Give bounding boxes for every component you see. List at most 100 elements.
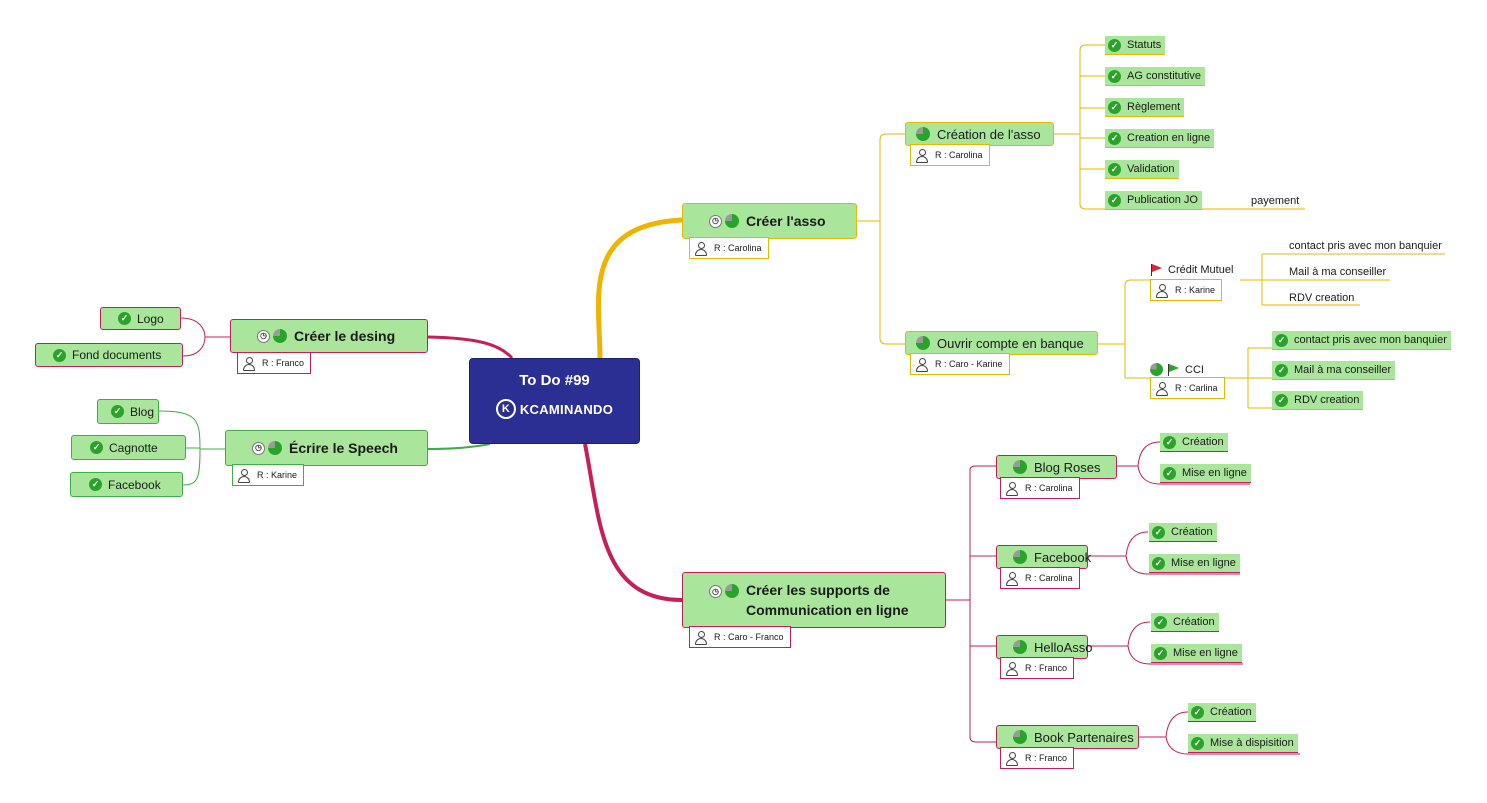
task-label: AG constitutive bbox=[1127, 70, 1201, 82]
task-label: Publication JO bbox=[1127, 194, 1198, 206]
topic-creer-asso[interactable]: ◷ Créer l'asso bbox=[682, 203, 857, 239]
check-circle-icon: ✓ bbox=[1163, 435, 1176, 449]
task-label: Cagnotte bbox=[109, 440, 158, 455]
topic-label-line2: Communication en ligne bbox=[746, 602, 909, 618]
topic-creation-asso[interactable]: Création de l'asso bbox=[905, 122, 1054, 146]
clock-icon: ◷ bbox=[709, 585, 722, 598]
topic-book-partenaires[interactable]: Book Partenaires bbox=[996, 725, 1139, 749]
resource-label: R : Caro - Karine bbox=[935, 359, 1003, 369]
check-circle-icon: ✓ bbox=[1108, 38, 1121, 52]
check-circle-icon: ✓ bbox=[1191, 736, 1204, 750]
task-blog-mise-en-ligne[interactable]: ✓Mise en ligne bbox=[1160, 464, 1251, 483]
resource-tag: R : Franco bbox=[1000, 747, 1075, 769]
task-blog-creation[interactable]: ✓Création bbox=[1160, 433, 1228, 452]
topic-label: HelloAsso bbox=[1034, 639, 1093, 655]
topic-cci[interactable]: CCI bbox=[1150, 363, 1204, 376]
task-payement[interactable]: payement bbox=[1251, 195, 1300, 207]
logo-k-icon: K bbox=[495, 399, 516, 419]
topic-blog-roses[interactable]: Blog Roses bbox=[996, 455, 1117, 479]
person-icon bbox=[695, 630, 707, 645]
task-label: Creation en ligne bbox=[1127, 132, 1211, 144]
topic-creer-supports[interactable]: ◷ Créer les supports de Communication en… bbox=[682, 572, 946, 628]
progress-icon bbox=[268, 441, 282, 455]
progress-icon bbox=[916, 127, 930, 141]
topic-label: Écrire le Speech bbox=[289, 440, 398, 456]
task-validation[interactable]: ✓Validation bbox=[1105, 160, 1179, 179]
brand-logo: K KCAMINANDO bbox=[470, 399, 639, 419]
task-ha-creation[interactable]: ✓Création bbox=[1151, 613, 1219, 632]
task-cci-rdv[interactable]: ✓ RDV creation bbox=[1272, 391, 1364, 410]
check-circle-icon: ✓ bbox=[1191, 705, 1204, 719]
task-label: contact pris avec mon banquier bbox=[1294, 334, 1447, 346]
resource-tag: R : Franco bbox=[1000, 657, 1075, 679]
task-label: Logo bbox=[137, 311, 164, 326]
topic-facebook[interactable]: Facebook bbox=[996, 545, 1091, 569]
progress-icon bbox=[1013, 730, 1027, 744]
person-icon bbox=[1006, 571, 1018, 586]
check-circle-icon: ✓ bbox=[1154, 615, 1167, 629]
resource-tag: R : Caro - Karine bbox=[910, 353, 1010, 375]
task-fb-mise-en-ligne[interactable]: ✓Mise en ligne bbox=[1149, 554, 1240, 573]
task-creation-en-ligne[interactable]: ✓Creation en ligne bbox=[1105, 129, 1215, 148]
check-circle-icon: ✓ bbox=[1275, 393, 1288, 407]
progress-icon bbox=[1013, 640, 1027, 654]
logo-text: KCAMINANDO bbox=[519, 401, 614, 417]
resource-tag: R : Caro - Franco bbox=[689, 626, 791, 648]
topic-helloasso[interactable]: HelloAsso bbox=[996, 635, 1093, 659]
task-ag[interactable]: ✓AG constitutive bbox=[1105, 67, 1205, 86]
check-circle-icon: ✓ bbox=[1108, 100, 1121, 114]
resource-label: R : Franco bbox=[1025, 753, 1068, 763]
task-label: Mail à ma conseiller bbox=[1294, 364, 1392, 376]
task-label: Mise en ligne bbox=[1182, 467, 1247, 479]
task-rdv-creation[interactable]: RDV creation bbox=[1289, 292, 1355, 304]
clock-icon: ◷ bbox=[709, 214, 722, 228]
person-icon bbox=[238, 468, 250, 483]
clock-icon: ◷ bbox=[252, 441, 265, 455]
check-circle-icon: ✓ bbox=[1108, 162, 1121, 176]
central-topic[interactable]: To Do #99 K KCAMINANDO bbox=[469, 358, 640, 444]
topic-label: Créer les supports de Communication en l… bbox=[746, 580, 909, 620]
task-book-creation[interactable]: ✓ Création bbox=[1188, 703, 1256, 722]
task-book-mise-a-disposition[interactable]: ✓ Mise à dispisition bbox=[1188, 734, 1298, 753]
task-reglement[interactable]: ✓Règlement bbox=[1105, 98, 1185, 117]
task-statuts[interactable]: ✓Statuts bbox=[1105, 36, 1166, 55]
task-blog[interactable]: ✓Blog bbox=[97, 399, 159, 424]
person-icon bbox=[695, 241, 707, 256]
person-icon bbox=[916, 148, 928, 163]
resource-tag: R : Carolina bbox=[1000, 567, 1080, 589]
topic-ecrire-speech[interactable]: ◷ Écrire le Speech bbox=[225, 430, 428, 466]
task-cagnotte[interactable]: ✓ Cagnotte bbox=[71, 435, 186, 460]
person-icon bbox=[243, 356, 255, 371]
person-icon bbox=[1156, 283, 1168, 298]
topic-label: Création de l'asso bbox=[937, 126, 1041, 142]
task-fond-documents[interactable]: ✓Fond documents bbox=[35, 343, 183, 367]
task-label: Création bbox=[1210, 706, 1252, 718]
task-cci-mail[interactable]: ✓Mail à ma conseiller bbox=[1272, 361, 1396, 380]
topic-credit-mutuel[interactable]: Crédit Mutuel bbox=[1150, 264, 1233, 276]
task-publication-jo[interactable]: ✓Publication JO bbox=[1105, 191, 1202, 210]
topic-label: Book Partenaires bbox=[1034, 729, 1134, 745]
resource-label: R : Carolina bbox=[714, 243, 762, 253]
resource-tag: R : Carolina bbox=[1000, 477, 1080, 499]
task-ha-mise-en-ligne[interactable]: ✓Mise en ligne bbox=[1151, 644, 1242, 663]
task-label: RDV creation bbox=[1294, 394, 1360, 406]
resource-label: R : Karine bbox=[257, 470, 298, 480]
task-contact-banquier[interactable]: contact pris avec mon banquier bbox=[1289, 240, 1442, 252]
topic-ouvrir-compte[interactable]: Ouvrir compte en banque bbox=[905, 331, 1098, 355]
task-facebook[interactable]: ✓Facebook bbox=[70, 472, 183, 497]
task-label: Facebook bbox=[108, 477, 161, 492]
task-mail-conseiller[interactable]: Mail à ma conseiller bbox=[1289, 266, 1387, 278]
progress-icon bbox=[725, 214, 739, 228]
resource-label: R : Karine bbox=[1175, 285, 1216, 295]
flag-icon bbox=[1167, 363, 1179, 376]
check-circle-icon: ✓ bbox=[90, 441, 103, 454]
topic-creer-desing[interactable]: ◷ Créer le desing bbox=[230, 319, 428, 353]
check-circle-icon: ✓ bbox=[1152, 525, 1165, 539]
task-fb-creation[interactable]: ✓Création bbox=[1149, 523, 1217, 542]
topic-label: Créer le desing bbox=[294, 328, 396, 344]
progress-icon bbox=[1013, 460, 1027, 474]
task-cci-contact[interactable]: ✓contact pris avec mon banquier bbox=[1272, 331, 1451, 350]
task-label: Mise à dispisition bbox=[1210, 737, 1294, 749]
task-logo[interactable]: ✓Logo bbox=[100, 307, 181, 330]
check-circle-icon: ✓ bbox=[53, 348, 66, 362]
